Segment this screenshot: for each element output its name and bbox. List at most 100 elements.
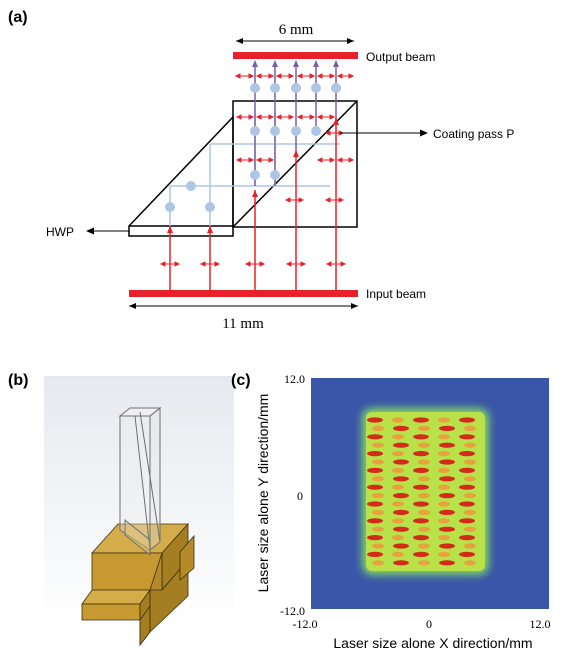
laser-spot — [367, 467, 383, 473]
laser-spot — [438, 484, 450, 490]
laser-spot — [459, 417, 475, 423]
laser-spot — [438, 451, 450, 457]
laser-spot — [418, 442, 430, 448]
laser-spot — [418, 459, 430, 465]
laser-spot — [393, 543, 409, 549]
glass-prism — [118, 406, 162, 557]
laser-spot — [438, 535, 450, 541]
laser-spot — [459, 535, 475, 541]
y-tick-top: 12.0 — [284, 372, 305, 386]
laser-spot — [418, 560, 430, 566]
laser-spot — [464, 543, 476, 549]
laser-spot — [413, 535, 429, 541]
laser-spot — [393, 509, 409, 515]
laser-spot — [367, 551, 383, 558]
laser-spot — [418, 493, 430, 499]
laser-spot — [459, 501, 475, 507]
x-axis-title: Laser size alone X direction/mm — [333, 635, 532, 651]
laser-spot — [392, 434, 404, 440]
laser-spot — [438, 467, 450, 473]
laser-spot — [367, 535, 383, 541]
laser-spot — [393, 442, 409, 448]
laser-spot — [464, 509, 476, 515]
hwp-pointer-arrowhead — [86, 227, 94, 235]
laser-spot — [439, 493, 455, 499]
laser-spot — [459, 451, 475, 457]
laser-spot — [367, 451, 383, 457]
laser-spot — [464, 442, 476, 448]
laser-spot — [459, 434, 475, 440]
laser-spot — [418, 425, 430, 431]
laser-spot — [393, 425, 409, 431]
laser-spot — [393, 493, 409, 499]
input-beam-label: Input beam — [366, 287, 426, 301]
laser-spot — [438, 501, 450, 507]
laser-spot — [392, 417, 404, 423]
laser-spot — [439, 476, 455, 482]
laser-spot — [372, 560, 384, 566]
laser-spot — [372, 425, 384, 431]
input-arrowheads — [167, 118, 339, 233]
laser-spot — [438, 434, 450, 440]
laser-spot — [393, 459, 409, 465]
panel-c-label: (c) — [231, 372, 251, 389]
spot-array — [367, 417, 476, 566]
input-paths — [169, 118, 337, 290]
laser-spot — [439, 509, 455, 515]
panel-b: (b) — [8, 372, 234, 647]
laser-spot — [372, 442, 384, 448]
output-beam-bar — [233, 52, 358, 59]
laser-spot — [367, 434, 383, 440]
polarization-dots — [165, 83, 341, 212]
laser-spot — [392, 518, 404, 524]
laser-spot — [418, 476, 430, 482]
laser-spot — [413, 518, 429, 524]
laser-spot — [413, 501, 429, 507]
polarization-arrows — [159, 73, 355, 267]
laser-spot — [439, 543, 455, 549]
laser-spot — [367, 518, 383, 524]
laser-spot — [459, 467, 475, 473]
output-arrowheads — [252, 60, 339, 67]
laser-spot — [418, 509, 430, 515]
laser-spot — [392, 467, 404, 473]
laser-spot — [439, 459, 455, 465]
y-tick-bottom: -12.0 — [280, 604, 305, 618]
laser-spot — [413, 484, 429, 490]
laser-spot — [413, 434, 429, 440]
beam-splitter-cube — [232, 100, 358, 228]
gold-mount — [81, 522, 195, 647]
y-axis-title: Laser size alone Y direction/mm — [255, 394, 271, 593]
laser-spot — [372, 459, 384, 465]
dimension-top-label: 6 mm — [279, 22, 314, 38]
laser-spot — [393, 476, 409, 482]
x-tick-mid: 0 — [426, 617, 432, 631]
laser-spot — [439, 442, 455, 448]
laser-spot — [392, 484, 404, 490]
input-beam-bar — [129, 290, 358, 297]
laser-spot — [464, 560, 476, 566]
laser-spot — [439, 560, 455, 566]
laser-spot — [413, 467, 429, 473]
laser-spot — [372, 476, 384, 482]
dimension-bottom: 11 mm — [129, 303, 358, 332]
laser-spot — [464, 526, 476, 532]
laser-spot — [413, 551, 429, 558]
laser-spot — [372, 509, 384, 515]
y-tick-mid: 0 — [297, 489, 303, 503]
laser-spot — [392, 535, 404, 541]
panel-a-label: (a) — [8, 9, 28, 26]
laser-spot — [439, 425, 455, 431]
coating-label: Coating pass P — [433, 127, 514, 141]
laser-spot — [418, 543, 430, 549]
laser-spot — [372, 526, 384, 532]
laser-spot — [372, 543, 384, 549]
coating-pointer-arrowhead — [420, 129, 428, 137]
laser-spot — [438, 417, 450, 423]
laser-spot — [393, 560, 409, 566]
x-tick-left: -12.0 — [293, 617, 318, 631]
panel-a: (a) 6 mm Output beam — [8, 9, 514, 332]
dimension-bottom-label: 11 mm — [222, 316, 264, 332]
laser-spot — [393, 526, 409, 532]
